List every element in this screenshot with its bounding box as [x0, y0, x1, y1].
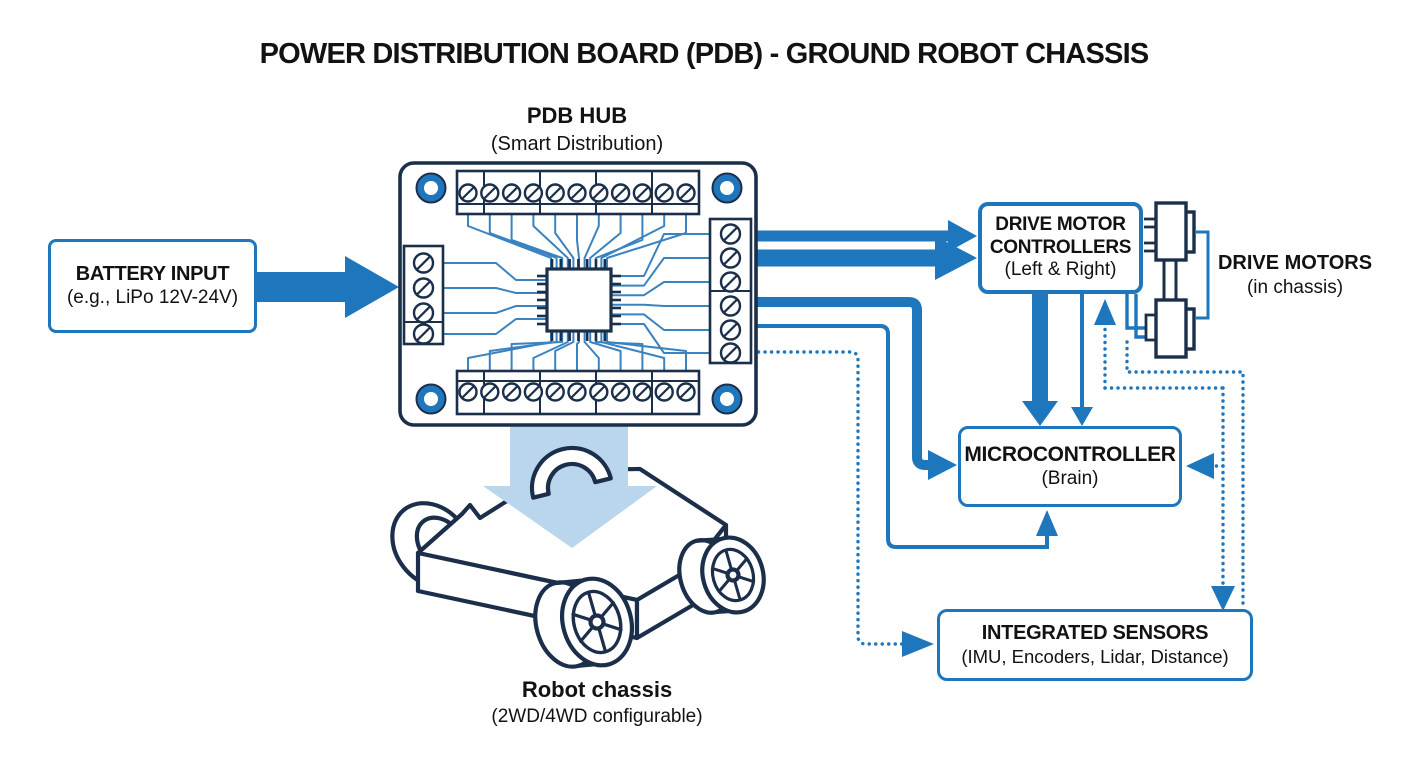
dmc-title: DRIVE MOTOR CONTROLLERS: [989, 214, 1132, 258]
drive-motor-controllers-box: DRIVE MOTOR CONTROLLERS (Left & Right): [978, 202, 1143, 294]
pdb-hub-title: PDB HUB: [526, 103, 628, 128]
chassis-right-wheel: [677, 535, 766, 615]
drive-motors-label: DRIVE MOTORS (in chassis): [1190, 250, 1400, 301]
battery-input-box: BATTERY INPUT (e.g., LiPo 12V-24V): [48, 239, 257, 333]
robot-chassis-label: Robot chassis (2WD/4WD configurable): [447, 676, 747, 729]
integrated-sensors-subtitle: (IMU, Encoders, Lidar, Distance): [961, 645, 1229, 667]
battery-input-subtitle: (e.g., LiPo 12V-24V): [66, 286, 239, 308]
drive-motors-subtitle: (in chassis): [1246, 277, 1344, 298]
pdb-board-illustration: [398, 161, 758, 427]
dmc-subtitle: (Left & Right): [1004, 259, 1117, 281]
arrows-dmc-to-microcontroller: [1022, 294, 1093, 426]
arrow-pdb-to-microcontroller-left: [752, 297, 957, 480]
chassis-front-wheel: [533, 576, 634, 669]
robot-chassis-subtitle: (2WD/4WD configurable): [491, 705, 703, 727]
pdb-hub-label: PDB HUB (Smart Distribution): [427, 102, 727, 157]
page-title: POWER DISTRIBUTION BOARD (PDB) - GROUND …: [259, 38, 1150, 70]
dotted-feedback-lines: [750, 322, 1245, 646]
drive-motors-title: DRIVE MOTORS: [1217, 252, 1373, 274]
dotted-pdb-to-sensors: [750, 350, 904, 646]
microcontroller-title: MICROCONTROLLER: [964, 442, 1176, 466]
dotted-arrowheads: [902, 299, 1235, 657]
arrows-pdb-to-drive-motor-controllers: [752, 220, 977, 280]
microcontroller-box: MICROCONTROLLER (Brain): [958, 426, 1182, 507]
chassis-wheel-arch: [529, 445, 613, 500]
chip-icon: [537, 259, 621, 341]
arrow-battery-to-pdb: [256, 256, 399, 318]
microcontroller-subtitle: (Brain): [1041, 467, 1099, 489]
drive-motors-illustration: [1125, 201, 1210, 359]
terminal-screws: [412, 183, 742, 402]
integrated-sensors-title: INTEGRATED SENSORS: [981, 622, 1209, 645]
robot-chassis-title: Robot chassis: [521, 677, 673, 702]
arrow-pdb-to-microcontroller-bottom: [752, 324, 1058, 549]
mounting-holes: [415, 172, 743, 415]
integrated-sensors-box: INTEGRATED SENSORS (IMU, Encoders, Lidar…: [937, 609, 1253, 681]
battery-input-title: BATTERY INPUT: [75, 263, 230, 285]
arrow-pdb-to-chassis: [483, 426, 657, 548]
robot-chassis-wheels: [529, 445, 766, 669]
pdb-hub-subtitle: (Smart Distribution): [490, 132, 664, 155]
